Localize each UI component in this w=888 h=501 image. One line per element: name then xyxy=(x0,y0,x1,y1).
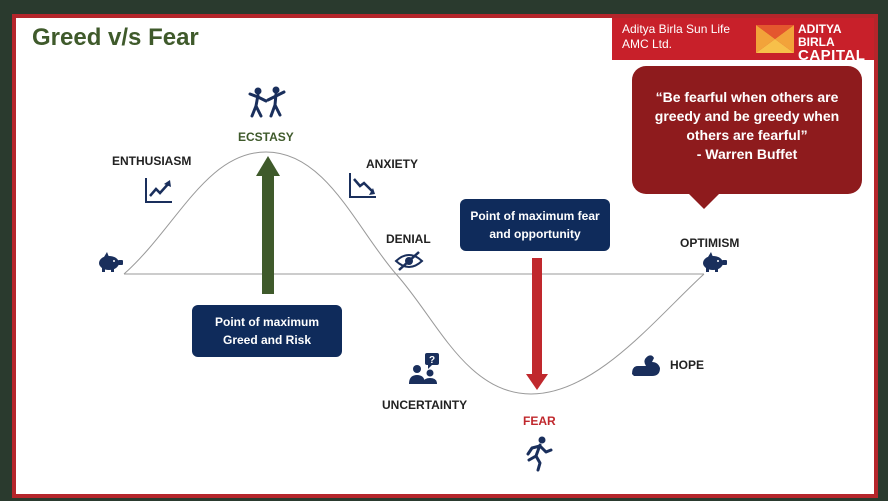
quote-bubble-tail xyxy=(688,193,720,209)
stage-label-anxiety: ANXIETY xyxy=(366,157,419,171)
max-greed-callout: Point of maximum Greed and Risk xyxy=(192,305,342,357)
quote-bubble: “Be fearful when others are greedy and b… xyxy=(632,66,862,194)
stage-label-fear: FEAR xyxy=(523,414,556,428)
stage-label-uncertainty: UNCERTAINTY xyxy=(382,398,468,412)
question-people-icon: ? xyxy=(409,353,439,384)
muscle-arm-icon xyxy=(632,355,660,376)
max-greed-callout-text: Point of maximum Greed and Risk xyxy=(214,315,319,347)
piggy-bank-icon xyxy=(99,252,123,272)
stage-label-ecstasy: ECSTASY xyxy=(238,130,294,144)
greed-arrow-head xyxy=(256,156,280,176)
slide: Greed v/s Fear Aditya Birla Sun Life AMC… xyxy=(12,14,878,498)
quote-author: - Warren Buffet xyxy=(696,146,798,162)
piggy-bank-icon-end xyxy=(703,252,727,272)
slide-title: Greed v/s Fear xyxy=(32,24,199,51)
brand-logo-icon xyxy=(756,25,794,53)
stage-label-enthusiasm: ENTHUSIASM xyxy=(112,154,192,168)
running-person-icon xyxy=(526,436,553,472)
fear-arrow-shaft xyxy=(532,258,542,376)
chart-down-icon xyxy=(349,173,376,198)
quote-text: “Be fearful when others are greedy and b… xyxy=(654,89,840,143)
chart-up-icon xyxy=(145,178,172,203)
stage-label-hope: HOPE xyxy=(670,358,705,372)
stage-label-optimism: OPTIMISM xyxy=(680,236,740,250)
dancing-people-icon xyxy=(248,86,286,118)
stage-label-denial: DENIAL xyxy=(386,232,431,246)
max-fear-callout-text: Point of maximum fear and opportunity xyxy=(470,209,600,241)
max-fear-callout: Point of maximum fear and opportunity xyxy=(460,199,610,251)
eye-slash-icon xyxy=(394,251,424,271)
fear-arrow-head xyxy=(526,374,548,390)
brand-name-line2: CAPITAL xyxy=(798,47,866,64)
greed-arrow-shaft xyxy=(262,176,274,294)
cycle-curve xyxy=(123,151,705,395)
market-cycle-diagram xyxy=(123,151,705,395)
brand-name: ADITYA BIRLA CAPITAL xyxy=(798,22,874,64)
svg-text:?: ? xyxy=(429,355,435,366)
brand-amc-name: Aditya Birla Sun Life AMC Ltd. xyxy=(622,22,731,51)
brand-banner: Aditya Birla Sun Life AMC Ltd. ADITYA BI… xyxy=(612,18,874,64)
brand-name-line1: ADITYA BIRLA xyxy=(798,22,842,49)
